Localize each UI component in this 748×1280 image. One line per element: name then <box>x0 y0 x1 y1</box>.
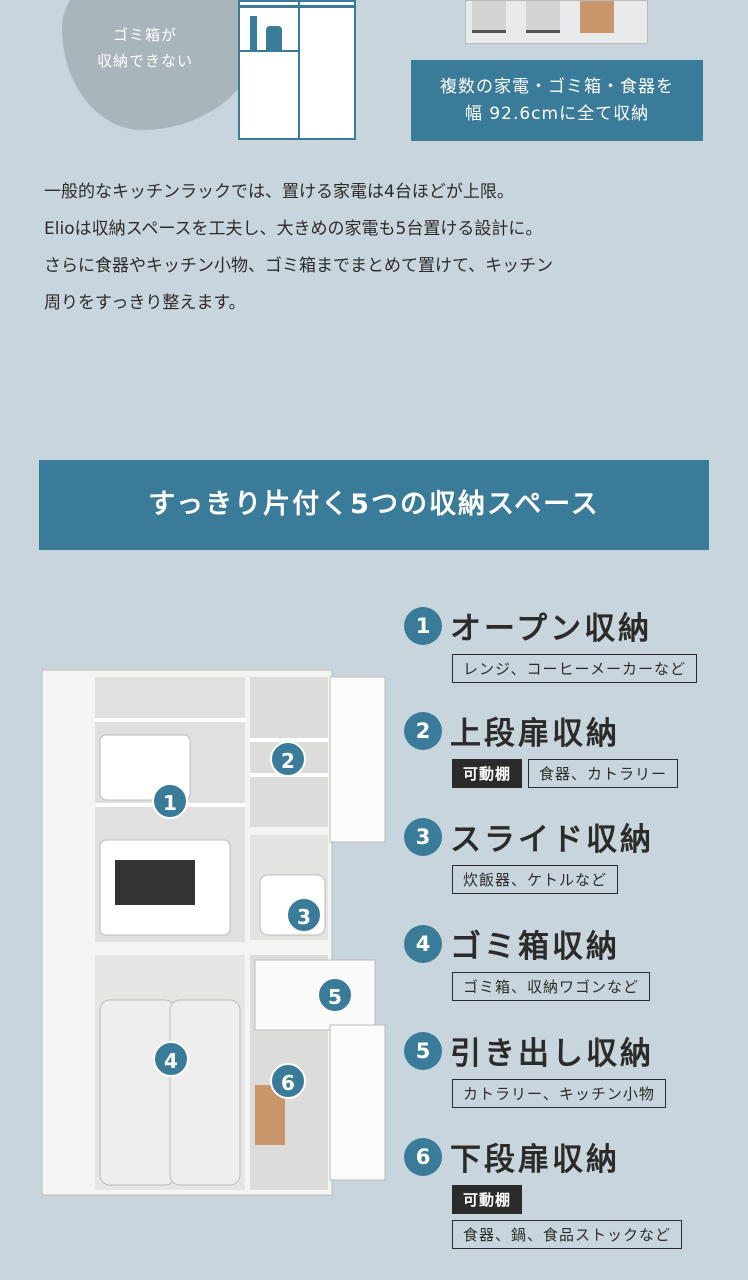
tag: 食器、カトラリー <box>528 759 679 788</box>
item-title: 引き出し収納 <box>450 1036 654 1072</box>
marker-1: 1 <box>152 783 188 819</box>
section-title: すっきり片付く5つの収納スペース <box>39 460 709 550</box>
item-title: ゴミ箱収納 <box>450 929 620 965</box>
tag: ゴミ箱、収納ワゴンなど <box>452 972 651 1001</box>
tag: 炊飯器、ケトルなど <box>452 865 619 894</box>
number-badge: 2 <box>404 711 442 750</box>
number-badge: 6 <box>404 1137 442 1176</box>
item-title: オープン収納 <box>450 611 653 647</box>
marker-4: 4 <box>153 1041 189 1077</box>
cabinet-photo <box>41 669 386 1196</box>
number-badge: 5 <box>404 1031 442 1070</box>
adjustable-shelf-badge: 可動棚 <box>452 1185 523 1214</box>
adjustable-shelf-badge: 可動棚 <box>452 759 523 788</box>
capacity-banner: 複数の家電・ゴミ箱・食器を幅 92.6cmに全て収納 <box>411 60 703 141</box>
tag: レンジ、コーヒーメーカーなど <box>452 654 697 683</box>
marker-5: 5 <box>317 977 353 1013</box>
number-badge: 3 <box>404 817 442 856</box>
product-photo <box>465 0 648 44</box>
marker-2: 2 <box>270 741 306 777</box>
cabinet-diagram <box>238 0 356 140</box>
description: 一般的なキッチンラックでは、置ける家電は4台ほどが上限。Elioは収納スペースを… <box>44 182 554 313</box>
tag: カトラリー、キッチン小物 <box>452 1079 666 1108</box>
item-title: 上段扉収納 <box>450 716 620 752</box>
number-badge: 4 <box>404 924 442 963</box>
tag: 食器、鍋、食品ストックなど <box>452 1220 683 1249</box>
blob-text: ゴミ箱が収納できない <box>96 26 193 70</box>
marker-3: 3 <box>286 897 322 933</box>
marker-6: 6 <box>270 1063 306 1099</box>
item-title: 下段扉収納 <box>450 1142 620 1178</box>
number-badge: 1 <box>404 606 442 645</box>
item-title: スライド収納 <box>450 822 654 858</box>
